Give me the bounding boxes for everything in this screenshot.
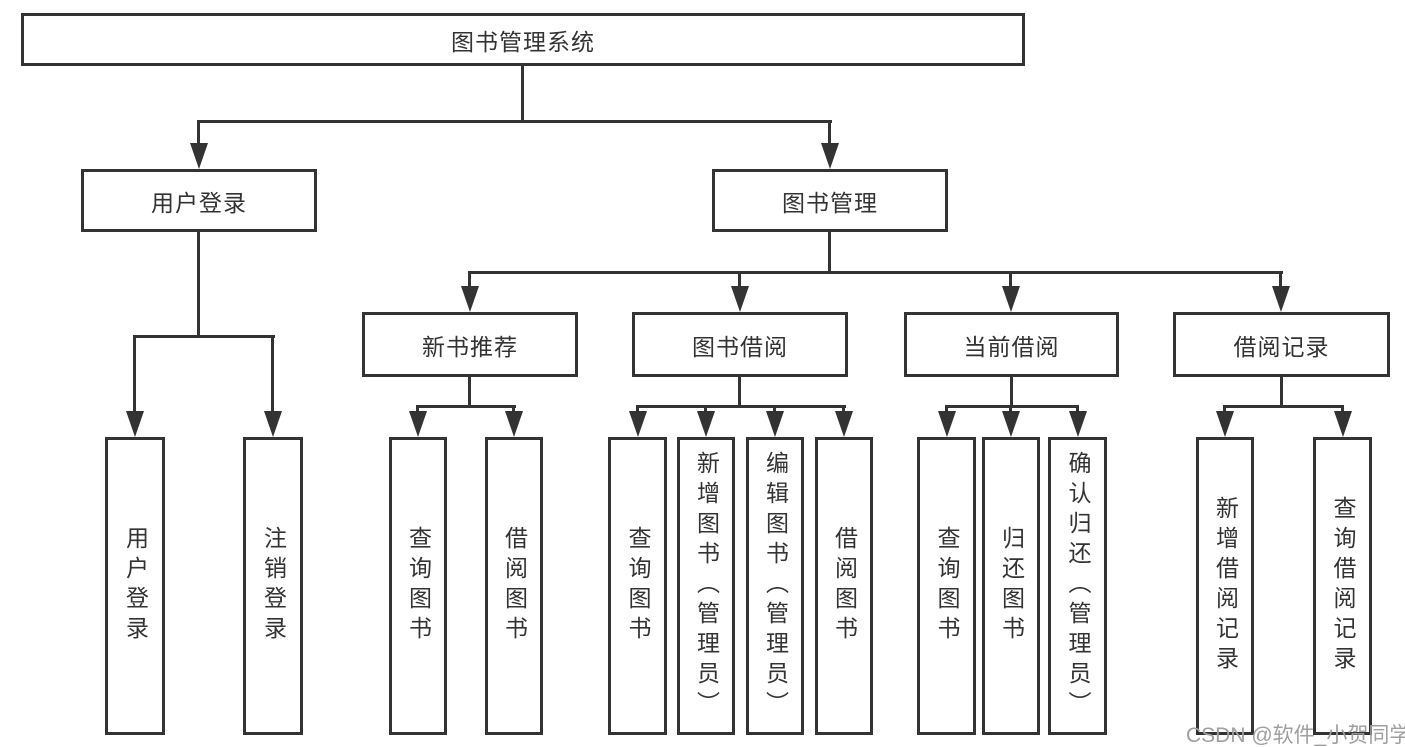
node-user-login: 用户登录 [81, 169, 317, 232]
connector-current-borrow-bar [945, 405, 1079, 408]
arrowhead-new-book [461, 286, 479, 312]
leaf-user-login: 用户登录 [105, 437, 165, 735]
connector-drop-add-record [1223, 405, 1226, 413]
leaf-query-books-3-label: 查询图书 [934, 526, 960, 646]
connector-drop-borrow-records [1279, 271, 1282, 286]
connector-drop-query3 [945, 405, 948, 413]
arrowhead-book-management [821, 143, 839, 169]
connector-drop-query-record [1341, 405, 1344, 413]
connector-drop-book-management [828, 120, 831, 144]
connector-borrow-records-bar [1223, 405, 1344, 408]
arrowhead-user-login [190, 143, 208, 169]
node-new-book-recommend: 新书推荐 [362, 312, 578, 377]
connector-root-stem [521, 66, 524, 120]
leaf-query-borrow-record: 查询借阅记录 [1313, 437, 1372, 735]
connector-drop-current-borrow [1009, 271, 1012, 286]
leaf-add-books-admin-label: 新增图书（管理员） [693, 451, 720, 721]
connector-drop-leaf-logout [271, 335, 274, 411]
leaf-query-books-3: 查询图书 [917, 437, 976, 735]
arrowhead-leaf-logout [264, 411, 282, 437]
connector-user-login-bar [133, 335, 275, 338]
connector-drop-edit-books [773, 405, 776, 413]
connector-current-borrow-stem [1010, 377, 1013, 408]
arrowhead-query-record [1334, 411, 1352, 437]
leaf-edit-books-admin-label: 编辑图书（管理员） [762, 451, 789, 721]
connector-drop-user-login [197, 120, 200, 144]
arrowhead-query1 [409, 411, 427, 437]
arrowhead-book-borrow [731, 286, 749, 312]
node-current-borrow-label: 当前借阅 [963, 333, 1060, 360]
arrowhead-leaf-user-login [126, 411, 144, 437]
connector-drop-return-books [1009, 405, 1012, 413]
leaf-borrow-books-2-label: 借阅图书 [831, 526, 858, 646]
leaf-borrow-books-1-label: 借阅图书 [501, 526, 528, 646]
node-book-borrow-label: 图书借阅 [692, 333, 788, 360]
leaf-query-borrow-record-label: 查询借阅记录 [1330, 496, 1356, 676]
leaf-return-books-label: 归还图书 [998, 526, 1025, 646]
node-root-system: 图书管理系统 [21, 13, 1025, 66]
arrowhead-borrow-records [1272, 286, 1290, 312]
connector-borrow-records-stem [1280, 377, 1283, 408]
arrowhead-query2 [629, 411, 647, 437]
node-new-book-recommend-label: 新书推荐 [422, 333, 518, 360]
connector-book-borrow-bar [636, 405, 846, 408]
connector-drop-borrow1 [512, 405, 515, 413]
connector-user-login-stem [197, 232, 200, 337]
arrowhead-add-record [1216, 411, 1234, 437]
arrowhead-edit-books [766, 411, 784, 437]
node-borrow-records: 借阅记录 [1173, 312, 1390, 377]
leaf-query-books-1-label: 查询图书 [405, 526, 432, 646]
connector-book-management-bar [468, 271, 1283, 274]
node-book-management-label: 图书管理 [782, 189, 878, 216]
connector-drop-new-book [468, 271, 471, 286]
leaf-confirm-return-admin-label: 确认归还（管理员） [1065, 451, 1091, 721]
leaf-logout: 注销登录 [243, 437, 303, 735]
node-book-management: 图书管理 [712, 169, 948, 232]
leaf-add-books-admin: 新增图书（管理员） [677, 437, 735, 735]
arrowhead-confirm-return [1069, 411, 1087, 437]
leaf-return-books: 归还图书 [982, 437, 1040, 735]
node-root-label: 图书管理系统 [451, 28, 595, 55]
connector-drop-query1 [416, 405, 419, 413]
connector-drop-add-books [704, 405, 707, 413]
arrowhead-query3 [938, 411, 956, 437]
arrowhead-borrow1 [505, 411, 523, 437]
connector-book-borrow-stem [738, 377, 741, 408]
leaf-add-borrow-record-label: 新增借阅记录 [1212, 496, 1239, 676]
csdn-watermark: CSDN @软件_小贺同学 [1186, 724, 1405, 747]
leaf-user-login-label: 用户登录 [122, 526, 149, 646]
arrowhead-borrow2 [835, 411, 853, 437]
connector-drop-confirm-return [1076, 405, 1079, 413]
leaf-logout-label: 注销登录 [260, 526, 287, 646]
leaf-query-books-1: 查询图书 [389, 437, 447, 735]
leaf-add-borrow-record: 新增借阅记录 [1196, 437, 1254, 735]
connector-drop-book-borrow [738, 271, 741, 286]
leaf-borrow-books-1: 借阅图书 [485, 437, 543, 735]
connector-book-management-stem [828, 232, 831, 274]
node-book-borrow: 图书借阅 [632, 312, 848, 377]
node-borrow-records-label: 借阅记录 [1233, 333, 1330, 360]
node-current-borrow: 当前借阅 [904, 312, 1119, 377]
arrowhead-add-books [697, 411, 715, 437]
leaf-confirm-return-admin: 确认归还（管理员） [1048, 437, 1107, 735]
connector-drop-leaf-user-login [133, 335, 136, 411]
leaf-edit-books-admin: 编辑图书（管理员） [746, 437, 804, 735]
connector-root-bar [197, 120, 832, 123]
arrowhead-return-books [1002, 411, 1020, 437]
node-user-login-label: 用户登录 [151, 189, 247, 216]
connector-new-book-stem [468, 377, 471, 408]
connector-new-book-bar [416, 405, 516, 408]
leaf-query-books-2-label: 查询图书 [625, 526, 651, 646]
connector-drop-query2 [636, 405, 639, 413]
connector-drop-borrow2 [842, 405, 845, 413]
arrowhead-current-borrow [1002, 286, 1020, 312]
leaf-borrow-books-2: 借阅图书 [815, 437, 873, 735]
leaf-query-books-2: 查询图书 [608, 437, 667, 735]
